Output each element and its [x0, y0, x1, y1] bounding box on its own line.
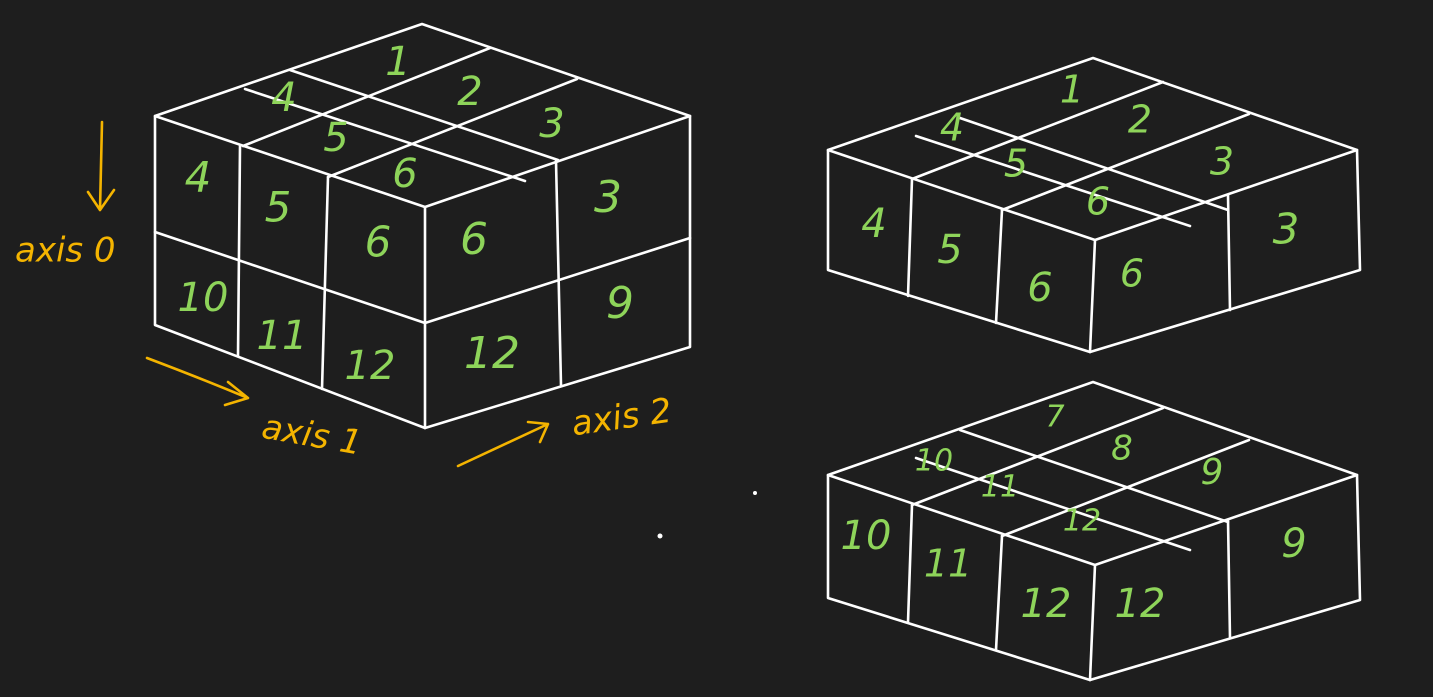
slab-bottom-top-value: 7 — [1045, 400, 1064, 435]
slab-bottom-front-value: 12 — [1021, 581, 1072, 627]
slab-bottom-top-value: 10 — [915, 444, 953, 479]
cube-front-value: 11 — [257, 313, 308, 359]
slab-top-front-grid — [906, 177, 1004, 325]
cube-right-values: 6 3 12 9 — [460, 172, 634, 379]
cube-edges — [153, 22, 692, 430]
slab-bottom-top-values: 7 8 9 10 11 12 — [915, 400, 1224, 539]
slab-bottom-right-values: 12 9 — [1115, 521, 1307, 627]
slab-top-right-grid — [1226, 193, 1232, 312]
slab-top-top-values: 1 2 3 4 5 6 — [940, 68, 1234, 224]
cube-right-value: 6 — [460, 214, 488, 265]
slab-top-right-outline — [1088, 148, 1362, 354]
axis-annotations: axis 0 axis 1 axis 2 — [15, 120, 674, 468]
slab-bottom-edges — [826, 380, 1362, 682]
slab-bottom-right-value: 9 — [1281, 521, 1306, 567]
axis0-label: axis 0 — [15, 231, 116, 271]
slab-bottom-right-grid — [1226, 518, 1232, 640]
stray-dot — [753, 491, 757, 495]
slab-top-right-value: 3 — [1273, 205, 1300, 254]
slab-bottom-front-value: 10 — [841, 513, 892, 559]
slab-top-top-value: 1 — [1060, 68, 1084, 112]
cube-top-value: 4 — [271, 75, 296, 121]
cube-top-value: 3 — [539, 101, 564, 147]
cube-top-value: 5 — [323, 115, 348, 161]
cube-top-value: 6 — [392, 151, 417, 197]
cube-top-values: 1 2 3 4 5 6 — [271, 39, 564, 197]
slab-bottom-right-outline — [1088, 473, 1362, 682]
cube-3d-array: 1 2 3 4 5 6 4 5 6 10 11 12 6 3 12 9 — [153, 22, 692, 430]
slab-top-top-grid — [910, 80, 1251, 228]
slab-top-front-value: 6 — [1027, 265, 1052, 311]
cube-right-value: 12 — [464, 328, 520, 379]
cube-front-grid — [153, 144, 427, 391]
cube-top-grid — [241, 46, 579, 183]
slab-bottom-top-value: 11 — [981, 470, 1019, 505]
cube-front-value: 10 — [178, 275, 229, 321]
slab-bottom-right-value: 12 — [1115, 581, 1166, 627]
cube-top-value: 2 — [457, 69, 482, 115]
slab-bottom-front-outline — [826, 473, 1097, 682]
slab-bottom-top-grid — [910, 406, 1251, 552]
axis2-label: axis 2 — [569, 391, 674, 445]
cube-front-values: 4 5 6 10 11 12 — [178, 153, 396, 390]
slab-bottom-top-value: 12 — [1063, 504, 1101, 539]
slab-top-right-value: 6 — [1120, 252, 1144, 296]
slab-bottom-front-values: 10 11 12 — [841, 513, 1072, 627]
axis1-arrow — [145, 356, 250, 407]
axis1-label: axis 1 — [259, 407, 365, 464]
cube-front-value: 12 — [345, 343, 396, 389]
slab-top: 1 2 3 4 5 6 4 5 6 6 3 — [826, 56, 1362, 354]
cube-front-outline — [153, 114, 427, 430]
slab-bottom-front-grid — [906, 503, 1004, 652]
slab-bottom-top-value: 8 — [1111, 429, 1133, 469]
cube-top-value: 1 — [385, 39, 410, 85]
slab-top-edges — [826, 56, 1362, 354]
slab-bottom: 7 8 9 10 11 12 10 11 12 12 9 — [826, 380, 1362, 682]
slab-top-top-value: 3 — [1210, 140, 1234, 184]
slab-top-top-value: 5 — [1004, 142, 1028, 186]
axis2-arrow — [456, 420, 550, 468]
slab-bottom-front-value: 11 — [924, 542, 972, 586]
slab-top-top-value: 6 — [1086, 180, 1110, 224]
slab-bottom-top-value: 9 — [1201, 452, 1224, 493]
cube-front-value: 5 — [265, 183, 292, 232]
cube-front-value: 6 — [365, 218, 392, 267]
cube-right-value: 3 — [594, 172, 622, 223]
cube-right-outline — [423, 114, 692, 430]
stray-dot — [657, 533, 663, 539]
cube-right-grid — [423, 159, 692, 387]
slab-top-front-values: 4 5 6 — [861, 201, 1052, 311]
axis0-arrow — [86, 120, 116, 212]
slab-top-front-value: 5 — [937, 227, 962, 273]
cube-right-value: 9 — [606, 278, 634, 329]
slab-top-top-value: 4 — [940, 106, 964, 150]
slab-top-front-value: 4 — [861, 201, 886, 247]
slab-top-front-outline — [826, 148, 1097, 354]
cube-front-value: 4 — [185, 153, 212, 202]
slab-top-top-value: 2 — [1128, 98, 1152, 142]
slab-top-right-values: 6 3 — [1120, 205, 1299, 296]
